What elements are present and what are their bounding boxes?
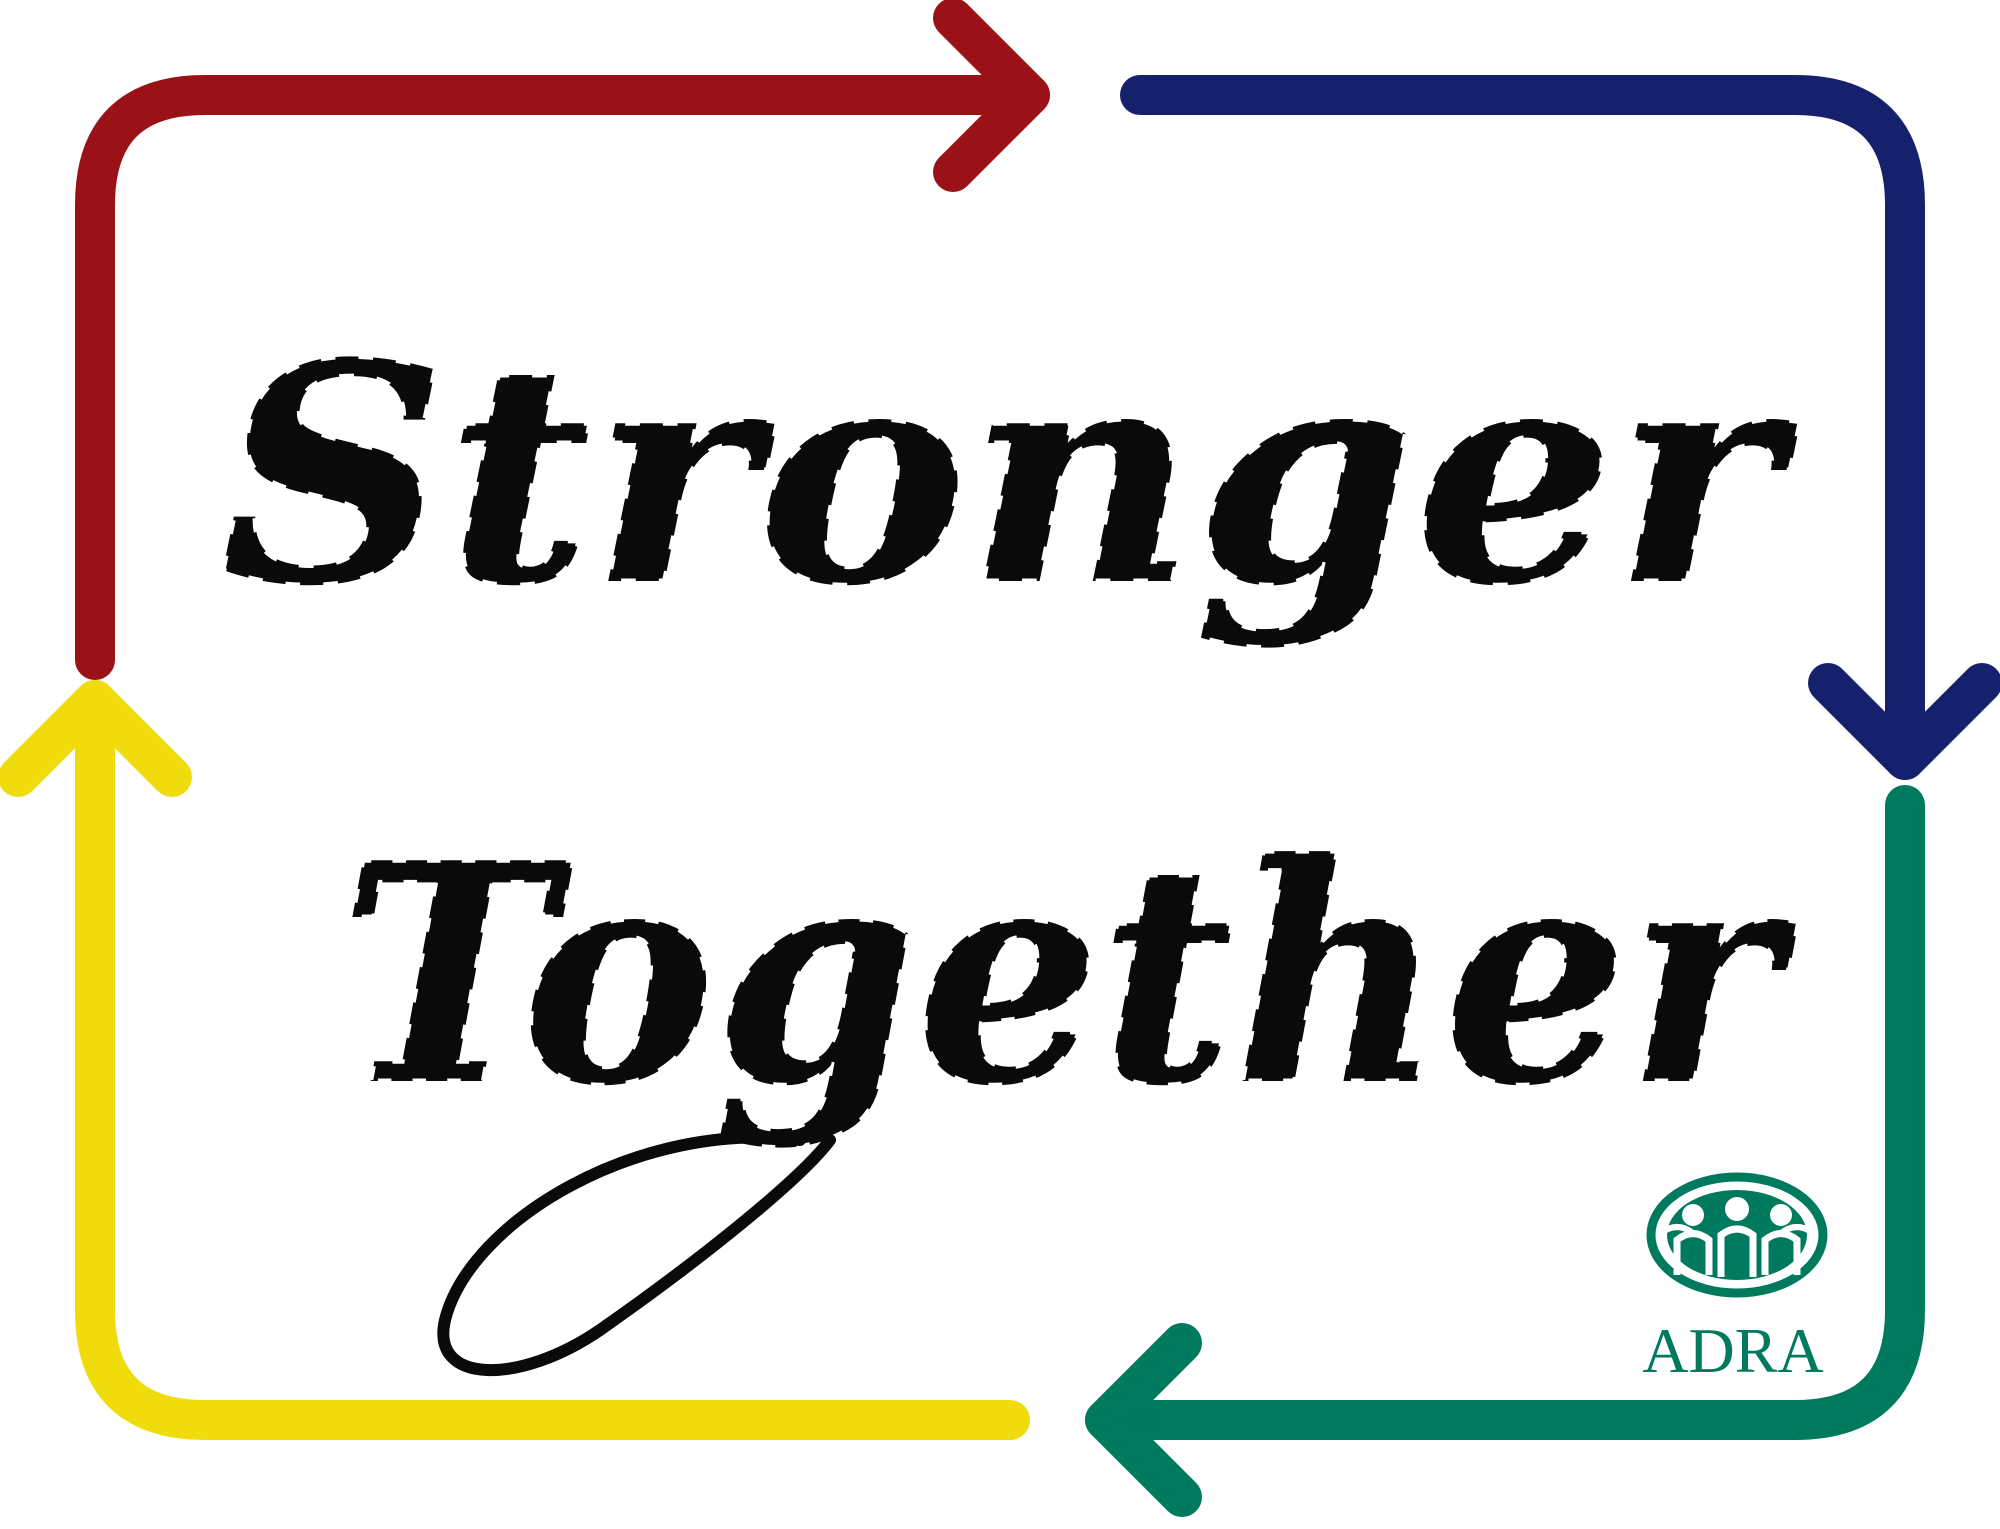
adra-logo-text: ADRA [1642,1315,1823,1386]
adra-logo: ADRA [1642,1172,1828,1386]
headline: Stronger Stronger Together Together [219,297,1803,1376]
together-swash [437,1131,836,1376]
red-arrow [75,0,1050,680]
headline-stronger: Stronger [220,298,1801,651]
adra-globe-people-icon [1646,1172,1828,1298]
yellow-arrow-path [75,680,1030,1440]
red-arrow-path [75,75,1050,680]
yellow-arrow [0,680,1030,1440]
red-arrow-head [933,0,1050,192]
green-arrow [1085,785,1925,1517]
blue-arrow [1120,75,2000,780]
headline-stronger-texture: Stronger [220,298,1801,651]
headline-together: Together [340,798,1799,1151]
yellow-arrow-head [0,680,192,797]
green-arrow-path [1085,785,1925,1440]
headline-together-texture: Together [340,798,1799,1151]
green-arrow-head [1085,1323,1202,1517]
blue-arrow-head [1808,663,2000,780]
blue-arrow-path [1120,75,1925,780]
